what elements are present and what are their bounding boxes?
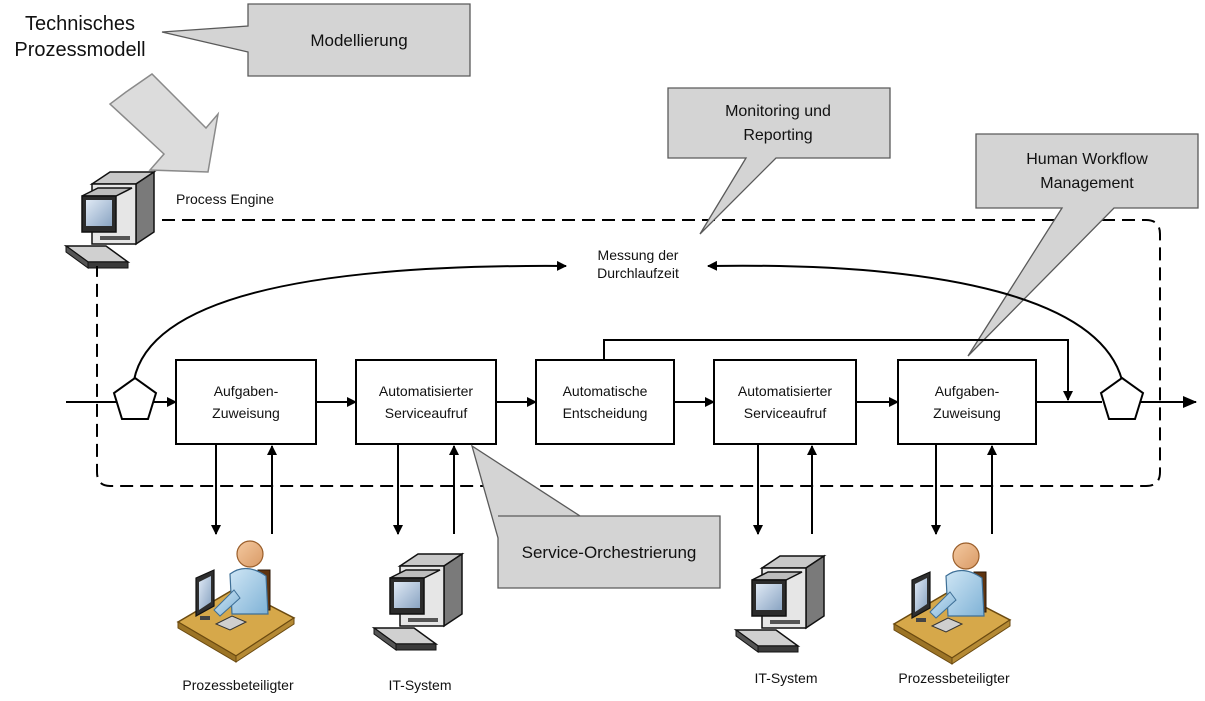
callout-monitoring-line-2: Reporting	[743, 127, 812, 144]
callout-monitoring-line-1: Monitoring und	[725, 103, 831, 120]
callout-human-workflow-line-1: Human Workflow	[1026, 151, 1148, 168]
actor-4-person-icon	[893, 542, 1011, 665]
step-2-line-1: Automatisierter	[379, 383, 473, 399]
start-event	[112, 376, 158, 420]
callout-monitoring: Monitoring und Reporting	[667, 87, 891, 235]
step-3: Automatische Entscheidung	[535, 359, 675, 445]
actor-3-label: IT-System	[754, 670, 817, 686]
step-5-line-1: Aufgaben-	[935, 383, 1000, 399]
title-line-2: Prozessmodell	[14, 39, 145, 61]
step-1-line-2: Zuweisung	[212, 405, 280, 421]
callout-orchestrierung: Service-Orchestrierung	[470, 444, 721, 589]
callout-modellierung-line-1: Modellierung	[310, 31, 407, 50]
step-4-line-2: Serviceaufruf	[744, 405, 827, 421]
step-1-line-1: Aufgaben-	[214, 383, 279, 399]
callout-human-workflow: Human Workflow Management	[967, 133, 1199, 357]
engine-label: Process Engine	[176, 191, 274, 207]
step-2: Automatisierter Serviceaufruf	[355, 359, 497, 445]
step-3-line-1: Automatische	[563, 383, 648, 399]
step-2-line-2: Serviceaufruf	[385, 405, 468, 421]
actor-1-label: Prozessbeteiligter	[182, 677, 294, 693]
actor-1-person-icon	[177, 540, 295, 663]
step-5: Aufgaben- Zuweisung	[897, 359, 1037, 445]
measurement-label-line-1: Messung der	[598, 247, 679, 263]
actor-4-label: Prozessbeteiligter	[898, 670, 1010, 686]
measurement-arc-end	[707, 260, 1123, 381]
actor-3-computer-icon	[735, 555, 825, 653]
step-4-line-1: Automatisierter	[738, 383, 832, 399]
callout-human-workflow-line-2: Management	[1040, 175, 1134, 192]
callout-modellierung: Modellierung	[161, 3, 471, 77]
measurement-label-line-2: Durchlaufzeit	[597, 265, 679, 281]
step-4: Automatisierter Serviceaufruf	[713, 359, 857, 445]
actor-2-label: IT-System	[388, 677, 451, 693]
end-event	[1099, 376, 1145, 420]
title-line-1: Technisches	[25, 13, 135, 35]
step-3-line-2: Entscheidung	[563, 405, 648, 421]
callout-orchestrierung-line-1: Service-Orchestrierung	[522, 543, 697, 562]
step-1: Aufgaben- Zuweisung	[175, 359, 317, 445]
measurement-arc-start	[133, 260, 567, 381]
model-to-engine-arrow	[108, 73, 220, 173]
actor-2-computer-icon	[373, 553, 463, 651]
decision-bypass	[603, 339, 1073, 401]
step-5-line-2: Zuweisung	[933, 405, 1001, 421]
engine-computer-icon	[65, 171, 155, 269]
